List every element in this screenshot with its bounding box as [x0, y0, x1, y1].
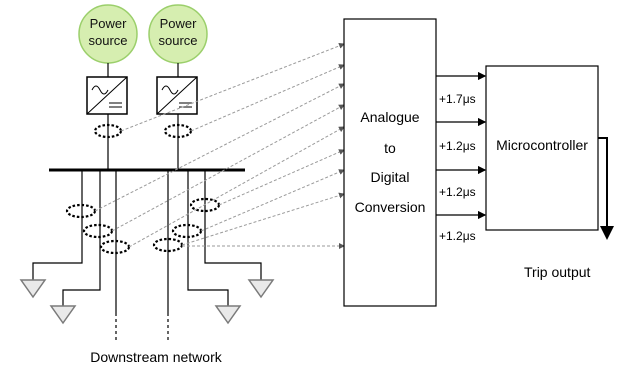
adc-label-line1: Analogue [360, 109, 419, 125]
current-sensor-feeder-2 [82, 223, 114, 239]
measurement-link-3 [94, 83, 345, 212]
converter-2 [156, 76, 198, 115]
adc-block: Analogue to Digital Conversion [343, 18, 437, 307]
power-source-2: Power source [148, 4, 208, 64]
measurement-link-7 [200, 169, 345, 232]
delay-label-2: +1.2μs [439, 139, 476, 153]
adc-label-line3: Digital [371, 169, 410, 185]
converter-2-diagonal [156, 76, 198, 115]
feeder-right-ground-2 [204, 170, 262, 280]
power-source-1-label-line2: source [88, 33, 127, 48]
measurement-links [94, 43, 345, 249]
delay-label-3: +1.2μs [439, 185, 476, 199]
delay-label-4: +1.2μs [439, 229, 476, 243]
feeder-left-ground-1 [32, 170, 83, 280]
ground-symbol-3 [214, 305, 242, 325]
power-source-2-label-line1: Power [160, 16, 198, 31]
adc-label-line4: Conversion [355, 199, 426, 215]
trip-output-line [598, 137, 614, 240]
current-sensor-feeder-1 [65, 203, 97, 219]
ground-symbol-1 [19, 279, 47, 299]
current-sensor-feeder-5 [171, 223, 203, 239]
trip-output-label: Trip output [524, 264, 591, 280]
measurement-link-2 [190, 64, 345, 132]
current-sensor-feeder-3 [99, 239, 131, 255]
measurement-link-4 [111, 104, 345, 232]
converter-2-ac-symbol [161, 85, 179, 95]
microcontroller-label: Microcontroller [496, 137, 588, 153]
measurement-link-5 [128, 126, 345, 248]
microcontroller-box [485, 65, 599, 231]
delay-label-1: +1.7μs [439, 92, 476, 106]
converter-1 [86, 76, 128, 115]
feeder-right-ground-1 [187, 170, 229, 306]
ground-symbol-4 [247, 279, 275, 299]
power-source-2-label-line2: source [158, 33, 197, 48]
adc-label-line2: to [384, 140, 396, 156]
microcontroller-block: Microcontroller [485, 65, 599, 231]
converter-1-ac-symbol [91, 85, 109, 95]
measurement-link-6 [218, 149, 345, 206]
power-source-1-label-line1: Power [90, 16, 128, 31]
power-source-1: Power source [78, 4, 138, 64]
ground-symbol-2 [49, 305, 77, 325]
downstream-network-label: Downstream network [90, 349, 222, 365]
measurement-link-8 [181, 192, 345, 246]
feeder-left-ground-2 [62, 170, 101, 306]
measurement-link-1 [120, 43, 345, 132]
adc-box [343, 18, 437, 307]
converter-1-diagonal [86, 76, 128, 115]
adc-to-mcu-links [436, 71, 487, 220]
